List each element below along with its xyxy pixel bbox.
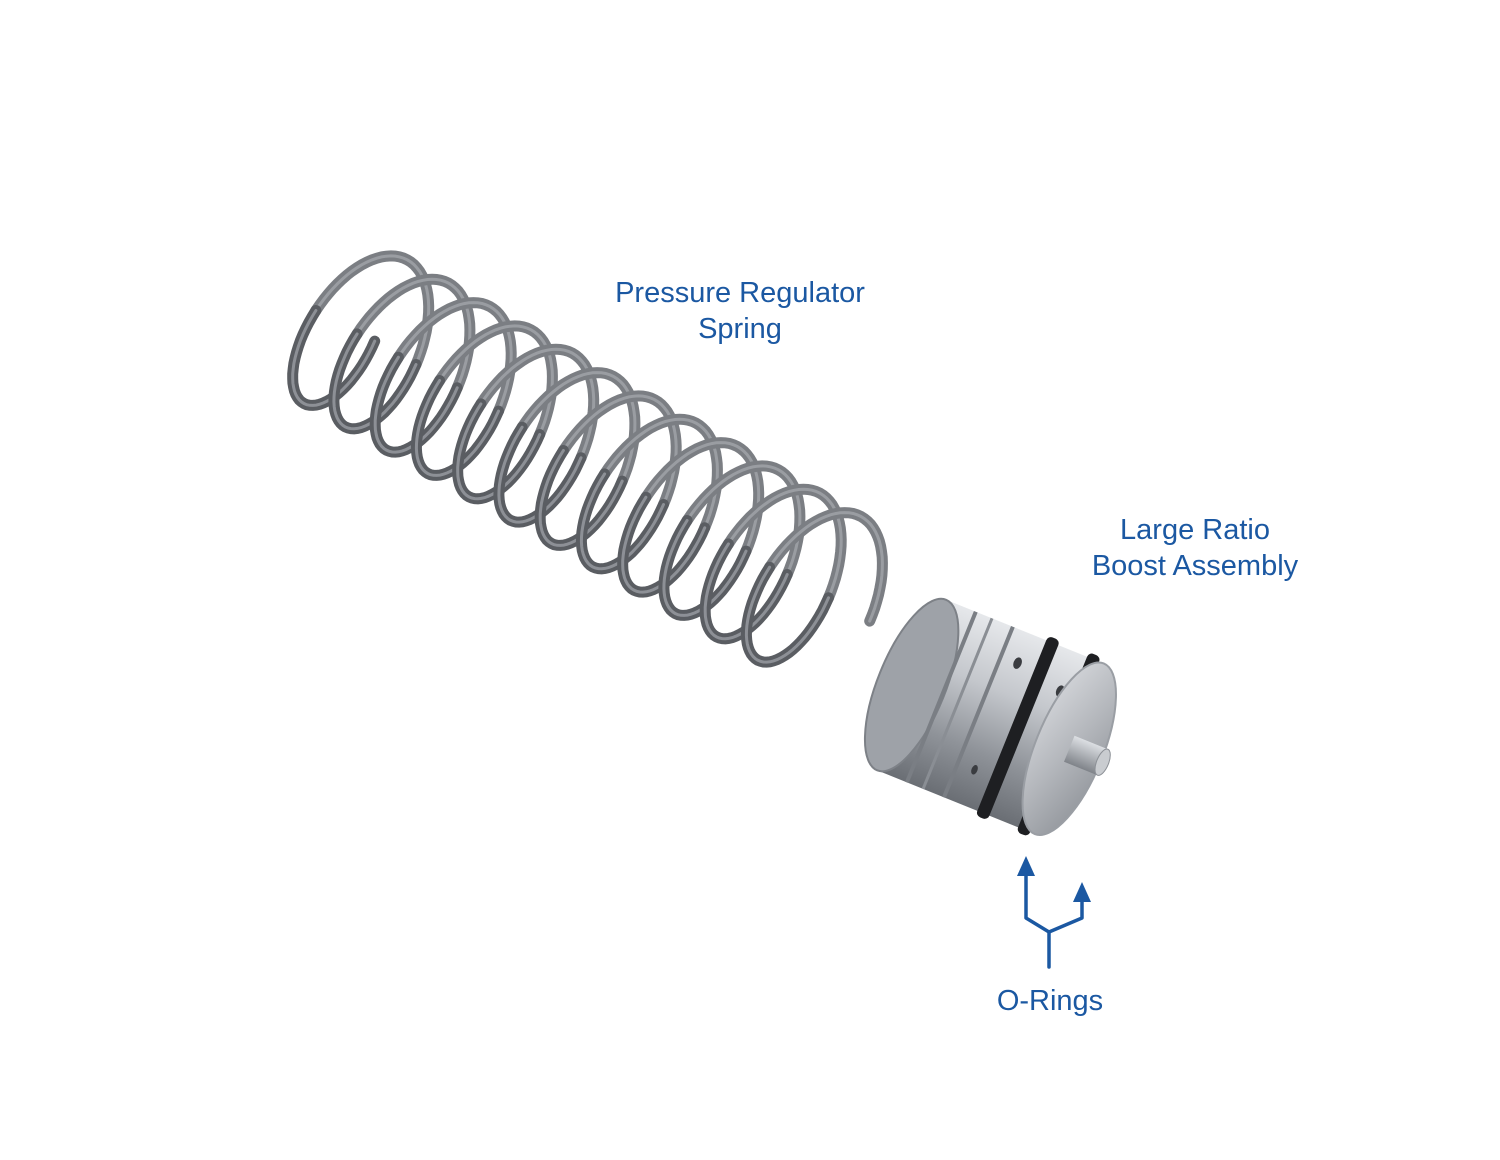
spring-front-coils bbox=[287, 305, 834, 668]
label-large-ratio-boost-assembly: Large Ratio Boost Assembly bbox=[1040, 512, 1350, 584]
forked-arrow-icon bbox=[1024, 870, 1084, 969]
label-line: Boost Assembly bbox=[1091, 550, 1299, 582]
label-line: O-Rings bbox=[996, 985, 1104, 1017]
spring-coil-highlight bbox=[373, 355, 459, 454]
spring-coil-highlight bbox=[456, 402, 542, 501]
boost-port-hole bbox=[1013, 657, 1022, 669]
label-line: Pressure Regulator bbox=[615, 277, 865, 309]
boost-groove bbox=[921, 617, 994, 790]
boost-groove bbox=[942, 625, 1015, 799]
o-ring bbox=[976, 637, 1059, 819]
label-line: Large Ratio bbox=[1120, 514, 1270, 546]
spring-coil-highlight bbox=[579, 472, 665, 571]
spring-coil-highlight bbox=[703, 542, 789, 641]
spring-coil-highlight bbox=[291, 309, 377, 407]
label-pressure-regulator-spring: Pressure Regulator Spring bbox=[560, 275, 920, 347]
spring-coil-highlight bbox=[744, 565, 830, 664]
boost-groove bbox=[905, 611, 978, 784]
boost-pin-tip bbox=[1094, 748, 1111, 776]
boost-assembly bbox=[863, 597, 1117, 836]
spring-coil-highlight bbox=[768, 511, 884, 623]
arrowhead bbox=[1017, 856, 1035, 876]
spring-coil-highlight bbox=[538, 449, 624, 547]
spring-coil-highlight bbox=[497, 425, 583, 524]
spring-back-coils bbox=[310, 250, 888, 627]
boost-port-hole bbox=[971, 765, 978, 775]
spring-coil-highlight bbox=[621, 495, 707, 594]
label-line: Spring bbox=[698, 313, 782, 345]
spring-coil-highlight bbox=[726, 487, 843, 600]
label-o-rings: O-Rings bbox=[950, 983, 1150, 1019]
spring-coil-highlight bbox=[332, 332, 418, 431]
arrowhead bbox=[1073, 882, 1091, 902]
spring-coil-highlight bbox=[662, 519, 748, 617]
spring-coil-highlight bbox=[414, 379, 500, 477]
